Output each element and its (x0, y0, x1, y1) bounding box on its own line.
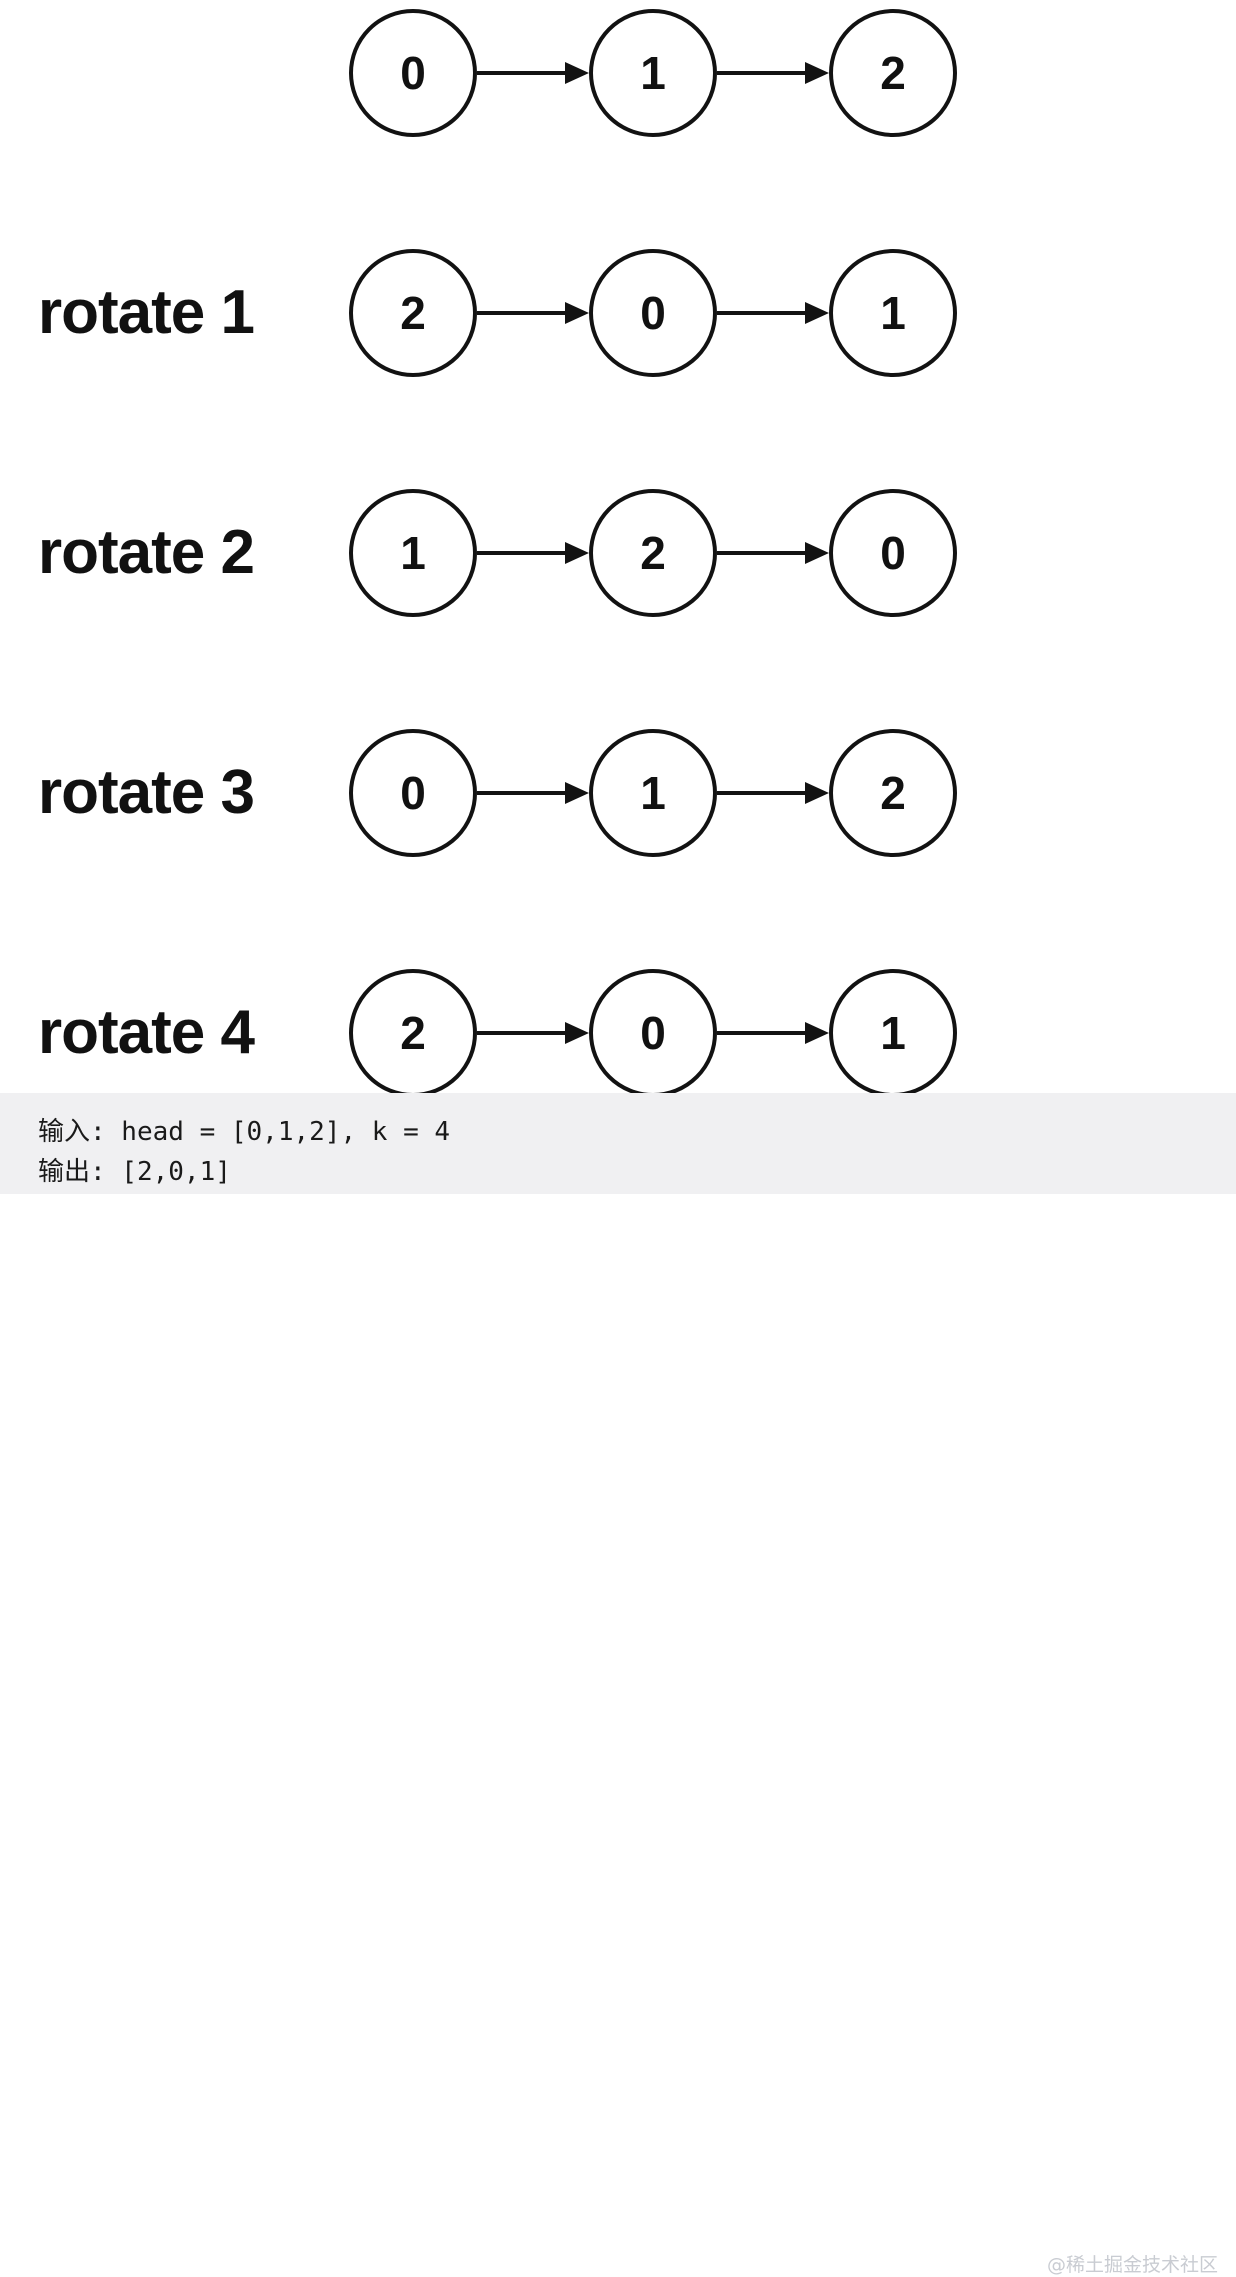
node-value: 1 (640, 767, 666, 819)
list-node: 0 (349, 729, 477, 857)
list-node: 0 (829, 489, 957, 617)
next-arrow-icon (477, 782, 589, 804)
node-value: 0 (400, 767, 426, 819)
list-node: 1 (829, 969, 957, 1097)
next-arrow-icon (717, 302, 829, 324)
diagram-row: rotate 4 2 0 1 (0, 963, 1236, 1103)
next-arrow-icon (717, 542, 829, 564)
next-arrow-icon (477, 302, 589, 324)
list-node: 1 (349, 489, 477, 617)
diagram-canvas: 0 1 2 rotate 1 2 0 (0, 3, 1236, 2276)
next-arrow-icon (477, 62, 589, 84)
next-arrow-icon (717, 1022, 829, 1044)
list-node: 1 (829, 249, 957, 377)
node-value: 0 (880, 527, 906, 579)
node-value: 2 (880, 767, 906, 819)
row-label-rotate-4: rotate 4 (38, 998, 255, 1067)
caption-output-line: 输出: [2,0,1] (38, 1157, 231, 1187)
list-node: 0 (589, 249, 717, 377)
list-node: 2 (349, 969, 477, 1097)
node-value: 0 (640, 287, 666, 339)
node-value: 1 (640, 47, 666, 99)
row-label-rotate-3: rotate 3 (38, 758, 255, 827)
next-arrow-icon (477, 542, 589, 564)
diagram-row: 0 1 2 (0, 3, 1236, 143)
next-arrow-icon (717, 62, 829, 84)
diagram-row: rotate 1 2 0 1 (0, 243, 1236, 383)
diagram-row: rotate 2 1 2 0 (0, 483, 1236, 623)
list-node: 1 (589, 9, 717, 137)
next-arrow-icon (477, 1022, 589, 1044)
node-value: 2 (400, 287, 426, 339)
list-node: 0 (349, 9, 477, 137)
list-node: 2 (349, 249, 477, 377)
caption-band: 输入: head = [0,1,2], k = 4 输出: [2,0,1] @稀… (0, 1093, 1236, 2276)
watermark-text: @稀土掘金技术社区 (1046, 2254, 1218, 2276)
node-value: 0 (640, 1007, 666, 1059)
list-node: 2 (829, 9, 957, 137)
node-value: 2 (640, 527, 666, 579)
list-node: 1 (589, 729, 717, 857)
caption-input-line: 输入: head = [0,1,2], k = 4 (38, 1117, 451, 1147)
list-node: 0 (589, 969, 717, 1097)
node-value: 0 (400, 47, 426, 99)
row-label-rotate-1: rotate 1 (38, 278, 255, 347)
row-label-rotate-2: rotate 2 (38, 518, 255, 587)
list-node: 2 (829, 729, 957, 857)
node-value: 1 (400, 527, 426, 579)
diagram-row: rotate 3 0 1 2 (0, 723, 1236, 863)
node-value: 2 (880, 47, 906, 99)
node-value: 1 (880, 287, 906, 339)
next-arrow-icon (717, 782, 829, 804)
node-value: 1 (880, 1007, 906, 1059)
list-node: 2 (589, 489, 717, 617)
node-value: 2 (400, 1007, 426, 1059)
